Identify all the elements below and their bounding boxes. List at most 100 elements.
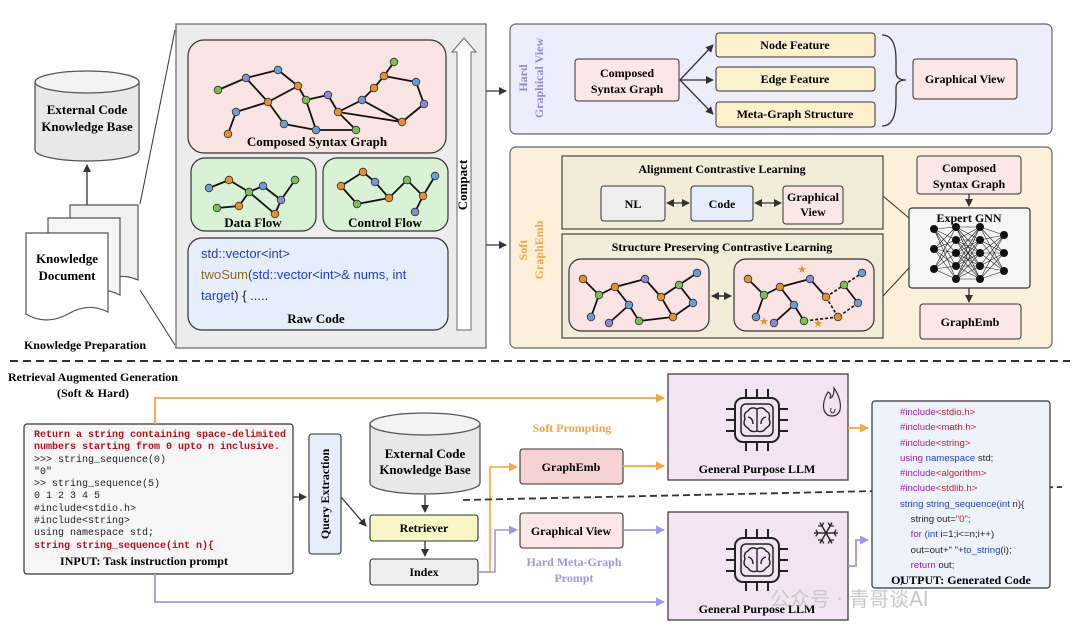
- graph-node: [805, 274, 815, 284]
- graph-edge: [277, 69, 299, 87]
- llm-top-label: General Purpose LLM: [699, 462, 816, 476]
- input-code-line: Return a string containing space-delimit…: [34, 430, 287, 441]
- graph-edge: [245, 77, 269, 103]
- snowflake-arm: [819, 522, 827, 534]
- output-code-token: <string>: [935, 437, 971, 449]
- output-code-token: #include: [900, 437, 936, 449]
- graph-node: [419, 99, 429, 109]
- nn-node: [1000, 267, 1008, 275]
- graph-node: [241, 73, 251, 83]
- edge-feature-box: [715, 66, 876, 92]
- chip-inner: [740, 543, 774, 577]
- graph-edge: [217, 77, 247, 91]
- output-code-line: #include<math.h>: [900, 420, 1024, 435]
- nn-edge: [933, 248, 957, 267]
- output-code-token: "0": [955, 514, 968, 526]
- nn-edge: [979, 239, 1005, 254]
- graph-node: [204, 183, 214, 193]
- graph-node: [224, 175, 234, 185]
- graph-node: [578, 274, 588, 284]
- retriever-box: [369, 514, 479, 542]
- rag-kb-label-2: Knowledge Base: [379, 462, 471, 477]
- nn-edge: [955, 226, 981, 267]
- hard-graphical-view-box: [912, 58, 1018, 100]
- output-code-token: int: [999, 498, 1013, 510]
- hard-composed-label-2: Syntax Graph: [591, 82, 664, 96]
- output-code-token: std;: [977, 452, 994, 464]
- graph-node: [418, 191, 428, 201]
- snowflake-icon: [814, 522, 838, 544]
- output-code-line: for (int i=1;i<=n;i++): [900, 527, 1024, 542]
- soft-composed-label-1: Composed: [942, 161, 996, 175]
- data-flow-label: Data Flow: [224, 215, 282, 230]
- graph-edge-dashed: [825, 296, 839, 318]
- graph-node: [273, 65, 283, 75]
- output-code-token: <math.h>: [935, 422, 977, 434]
- output-code-token: (int: [924, 529, 941, 541]
- input-code-line: >> string_sequence(5): [34, 479, 161, 491]
- edge-feature-label: Edge Feature: [761, 72, 830, 86]
- input-code-line: #include<stdio.h>: [34, 503, 137, 515]
- rag-graphemb-label: GraphEmb: [542, 460, 601, 474]
- raw-code-l2c: int: [319, 267, 334, 282]
- input-code-line: using namespace std;: [34, 528, 155, 540]
- graph-node: [688, 298, 698, 308]
- graph-node: [357, 95, 367, 105]
- output-code-line: #include<string>: [900, 436, 1024, 451]
- graph-edge: [361, 99, 403, 123]
- graph-node: [397, 117, 407, 127]
- graph-node: [799, 316, 809, 326]
- nn-edge: [979, 270, 1005, 280]
- snowflake-arm: [825, 522, 833, 534]
- snowflake-branch: [827, 522, 831, 527]
- output-code-token: (i);: [1000, 544, 1012, 556]
- graph-edge: [638, 316, 674, 322]
- graph-node: [430, 171, 440, 181]
- nn-edge: [979, 265, 1005, 272]
- nl-label: NL: [625, 197, 642, 211]
- graphical-view-box-soft: [782, 185, 844, 225]
- output-code-token: <stdio.h>: [935, 407, 976, 418]
- graph-node: [634, 316, 644, 326]
- snowflake-branch: [815, 532, 819, 537]
- brain-chip-icon: [726, 389, 788, 451]
- output-code-line: return out;: [900, 558, 1024, 573]
- nn-edge: [933, 226, 957, 270]
- snowflake-branch: [815, 529, 819, 534]
- graph-edge: [283, 123, 317, 131]
- nn-edge: [933, 268, 957, 280]
- snowflake-arm: [819, 532, 827, 544]
- ext-kb-label-1: External Code: [47, 102, 128, 117]
- meta-graph-box: [715, 101, 876, 128]
- nn-edge: [933, 228, 957, 241]
- graph-node: [410, 207, 420, 217]
- graph-star: ★: [797, 263, 807, 276]
- soft-graphemb-side-label: GraphEmb: [532, 220, 546, 279]
- hard-brace: [881, 34, 907, 127]
- nn-edge: [979, 239, 1005, 272]
- brain-shape: [743, 407, 771, 433]
- nn-node: [952, 262, 960, 270]
- graph-node: [231, 107, 241, 117]
- structure-right-graph: ★★★: [743, 263, 867, 330]
- hard-graphical-view-side-label: Graphical View: [532, 38, 546, 119]
- compact-label: Compact: [455, 159, 470, 210]
- input-prompt-box: [23, 423, 294, 575]
- hard-composed-box: [574, 58, 680, 102]
- raw-code-label: Raw Code: [287, 311, 345, 326]
- code-label: Code: [709, 197, 736, 211]
- graph-node: [258, 181, 268, 191]
- nn-edge: [955, 226, 981, 241]
- output-code-token: using: [900, 452, 926, 464]
- hard-prompt-label-2: Prompt: [554, 571, 593, 585]
- input-label: INPUT: Task instruction prompt: [60, 554, 228, 568]
- composed-syntax-graph-label: Composed Syntax Graph: [247, 134, 388, 149]
- nn-edge: [979, 226, 1005, 272]
- node-feature-box: [715, 32, 876, 58]
- raw-code-text: std::vector<int> twoSum(std::vector<int>…: [201, 243, 406, 306]
- nn-node: [952, 223, 960, 231]
- graph-node: [293, 81, 303, 91]
- graph-node: [656, 292, 666, 302]
- output-code-token: #include: [900, 407, 936, 418]
- meta-graph-label: Meta-Graph Structure: [737, 107, 854, 121]
